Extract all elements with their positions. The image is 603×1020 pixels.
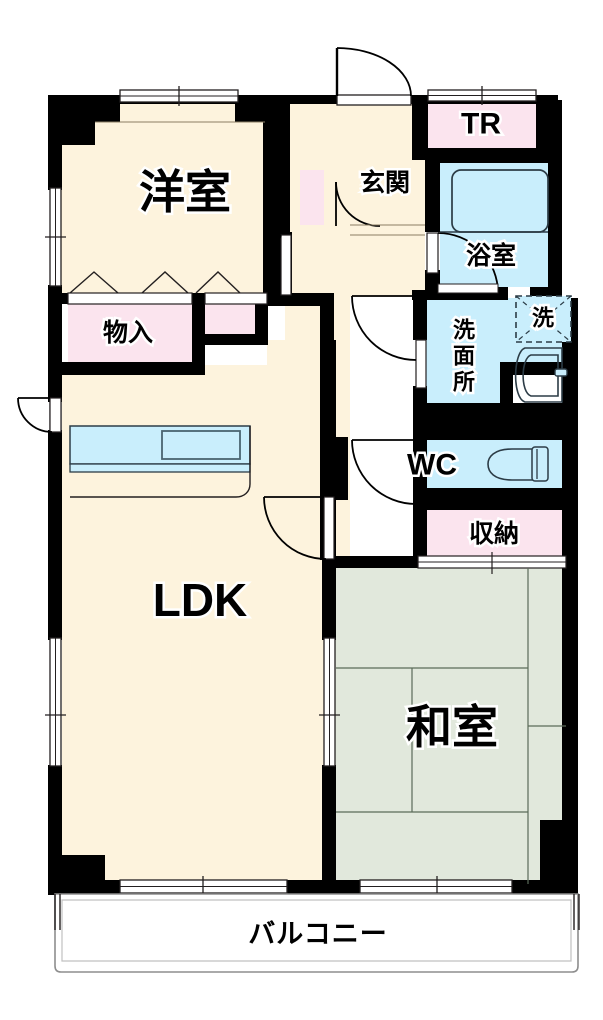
front-entrance-door[interactable] [335, 47, 412, 106]
balcony-outline [54, 893, 580, 973]
wall-senmenjo-west [413, 300, 427, 340]
window-tr-north[interactable] [427, 86, 537, 105]
wall-hall-stub [267, 293, 334, 306]
room-label-wc: WC [407, 449, 457, 482]
room-label-washitsu: 和室 [406, 701, 498, 753]
wall-west-mid [48, 285, 62, 310]
room-label-senmenjo-1: 洗 [453, 318, 475, 343]
wall-east-exterior-wc [562, 437, 578, 512]
tr-floor [428, 100, 536, 148]
wall-senmenjo-bottom [413, 403, 578, 440]
washitsu-floor [335, 565, 575, 885]
wall-washitsu-west-b [322, 765, 336, 890]
room-label-yokushitsu: 浴室 [466, 241, 516, 270]
door-senmenjo-upper[interactable] [351, 295, 417, 361]
wall-west-ldk-b [48, 430, 62, 640]
door-senmenjo[interactable] [351, 339, 427, 505]
wall-west-ldk-a [48, 368, 62, 402]
wall-tr-bottom [425, 148, 555, 163]
room-label-senmenjo-3: 所 [453, 370, 475, 395]
room-label-yoshitsu: 洋室 [139, 166, 231, 218]
room-label-genkan: 玄関 [360, 168, 410, 197]
wall-east-exterior-washitsu [562, 560, 578, 892]
room-labels: 洋室 物入 LDK 玄関 TR 浴室 洗 面 所 洗 WC 収納 和室 バルコニ… [100, 105, 556, 951]
fixtures-group [69, 121, 572, 884]
door-ldk[interactable] [263, 496, 335, 560]
window-yoshitsu-west[interactable] [45, 187, 66, 287]
wall-north-left-block [60, 95, 95, 145]
room-label-balcony: バルコニー [248, 919, 387, 949]
openings-group [17, 47, 567, 898]
window-yoshitsu-north[interactable] [119, 86, 239, 106]
room-label-shuno: 収納 [469, 519, 519, 548]
room-label-monoire: 物入 [103, 319, 153, 347]
wall-hall-east-mid [412, 290, 428, 300]
wall-wc-west [413, 437, 427, 512]
kitchen-sink-counter-icon [69, 425, 251, 498]
wall-west-closet [48, 310, 62, 370]
wall-monoire-right [192, 304, 205, 375]
wall-west-upper [48, 95, 62, 190]
tatami-mats [336, 568, 566, 884]
wall-washitsu-se-notch [540, 820, 578, 892]
wall-east-exterior-shuno [562, 507, 578, 566]
wall-hall-east-upper [412, 100, 428, 160]
room-label-ldk: LDK [153, 574, 248, 626]
wall-washitsu-west-a [322, 560, 336, 640]
wall-corridor-east-lower [334, 437, 348, 500]
monoire-floor [68, 303, 192, 363]
wall-north-yoshitsu-bar [95, 95, 120, 122]
bathtub-icon [451, 169, 549, 233]
wall-yoshitsu-ne-block [237, 95, 290, 232]
wall-shuno-west [413, 507, 427, 566]
wash-basin-icon [514, 347, 568, 403]
wall-monoire-b-bot [200, 334, 268, 345]
wall-monoire-b-right [255, 293, 268, 345]
shuno-floor [413, 507, 575, 560]
sliding-door-ldk-balcony[interactable] [119, 876, 288, 898]
washing-machine-space-icon [515, 295, 572, 343]
window-washitsu-west[interactable] [319, 637, 340, 767]
wall-senmenjo-notch-v [500, 362, 513, 412]
ldk-floor [62, 340, 330, 885]
wall-washitsu-north [334, 556, 420, 568]
wall-wc-bottom [413, 488, 578, 510]
wall-monoire-bottom [62, 362, 205, 375]
toilet-bowl-icon [487, 446, 549, 482]
yoshitsu-floor [60, 120, 265, 293]
genkan-strip [300, 170, 324, 225]
door-yokushitsu[interactable] [426, 232, 499, 294]
sliding-door-washitsu-balcony[interactable] [359, 876, 513, 898]
door-yoshitsu[interactable] [266, 234, 292, 297]
storage-doors-shuno[interactable] [417, 552, 567, 574]
wall-east-exterior-upper [548, 100, 562, 300]
room-label-sentakuki: 洗 [532, 306, 554, 331]
wall-senmenjo-west-b [413, 386, 427, 440]
wall-bath-west [425, 163, 440, 232]
service-door-west[interactable] [17, 397, 62, 433]
closet-doors-monoire[interactable] [67, 271, 268, 305]
room-label-tr: TR [461, 108, 501, 141]
room-label-senmenjo-2: 面 [453, 344, 475, 369]
